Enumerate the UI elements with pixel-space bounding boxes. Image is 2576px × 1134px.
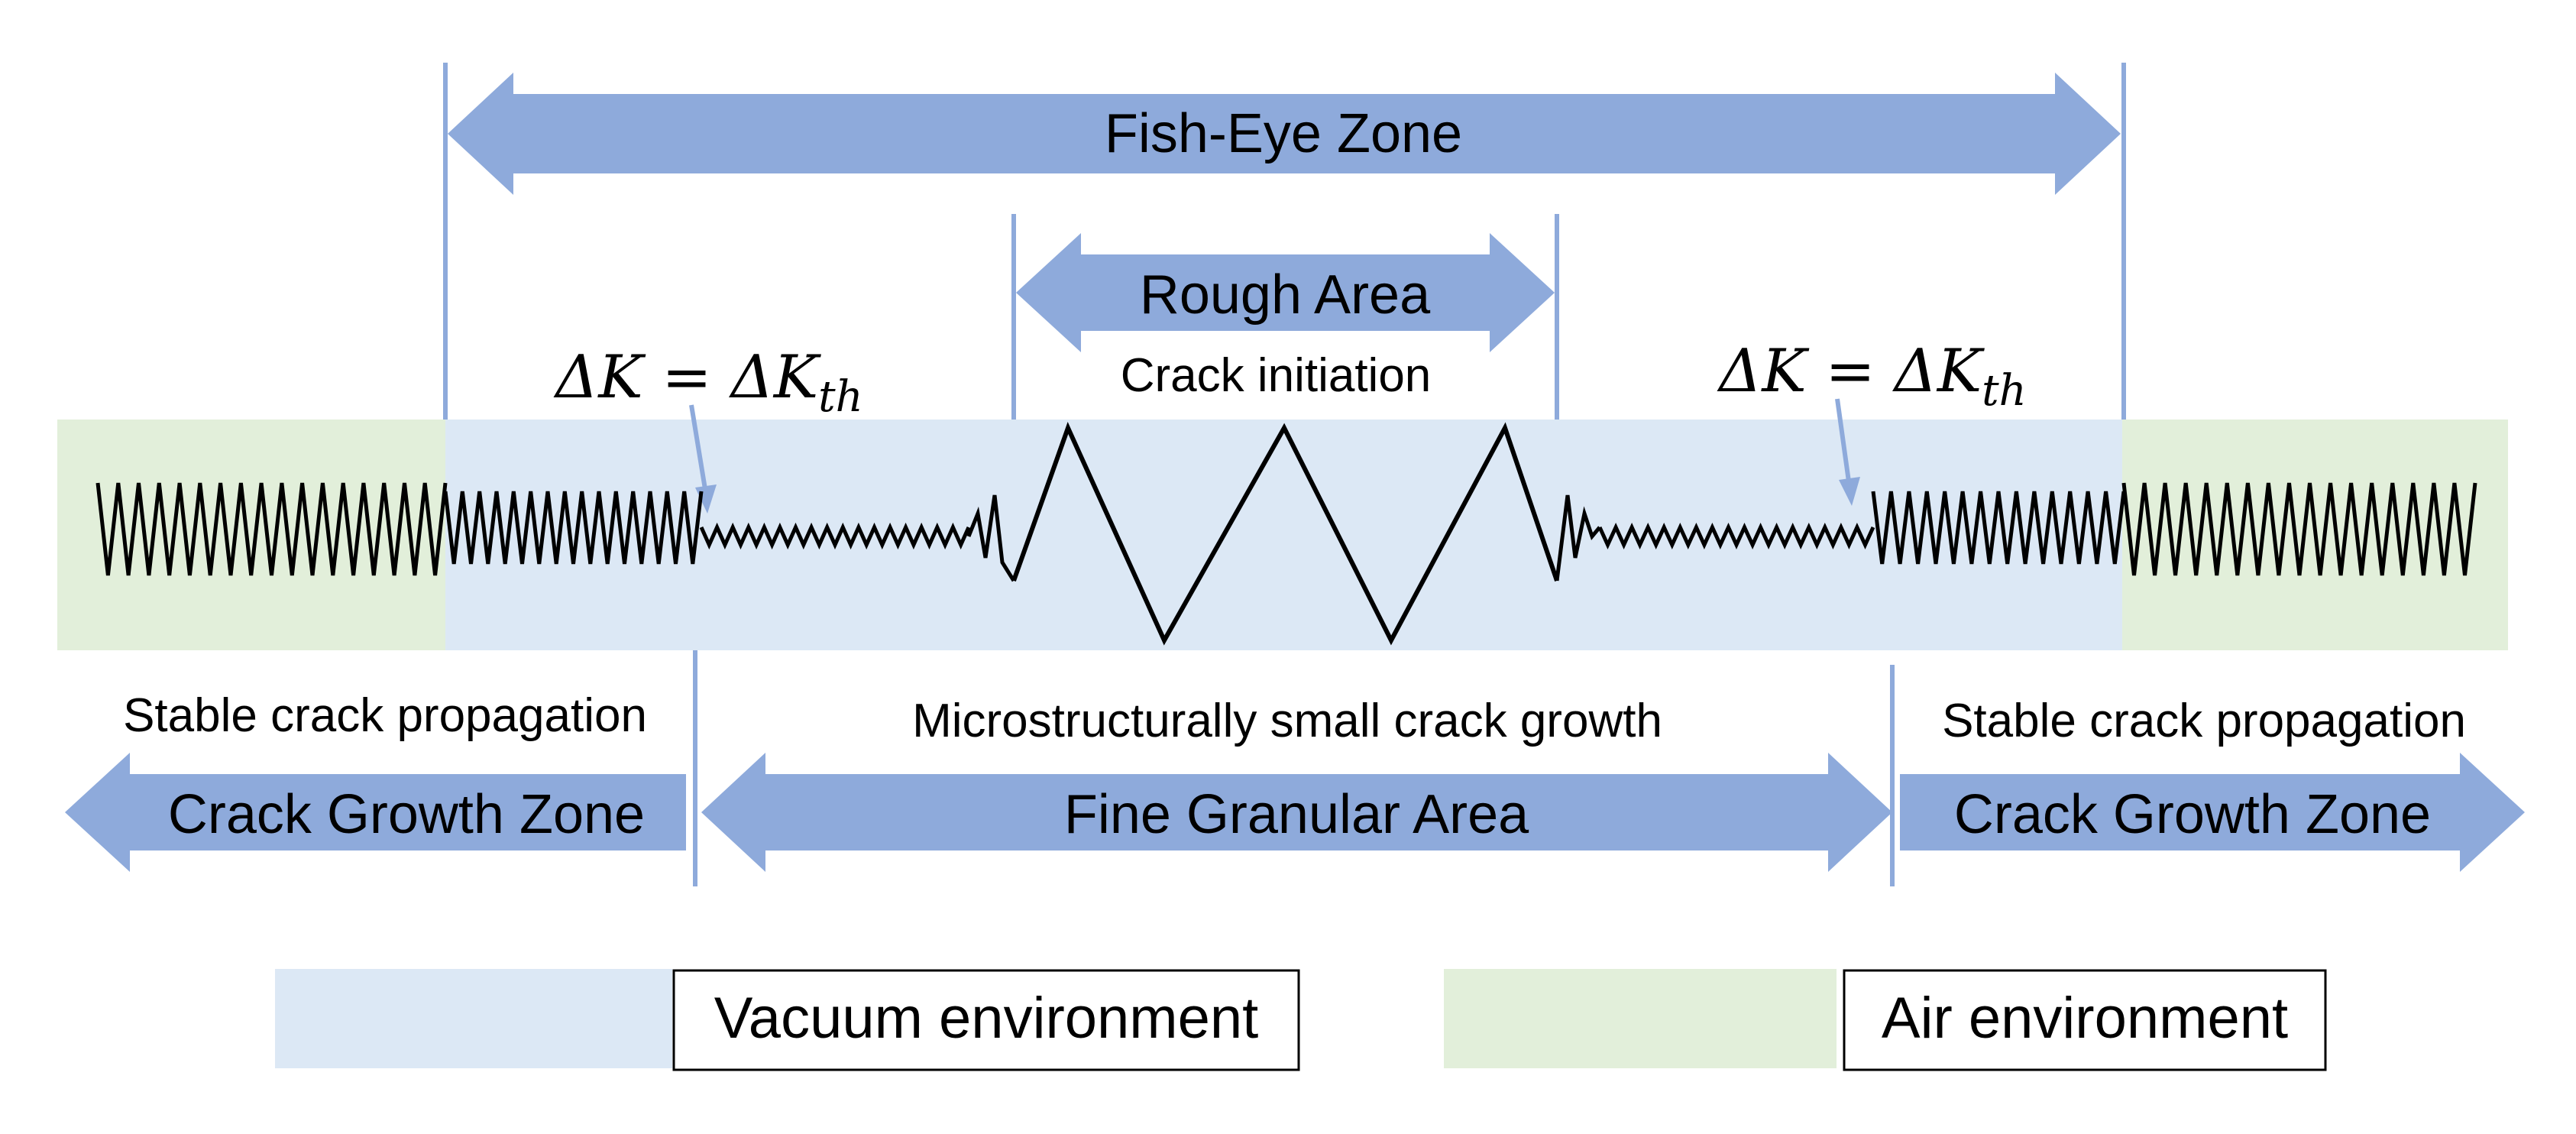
threshold-right-subscript: th bbox=[1982, 366, 2027, 416]
crack-growth-zone-left-arrow bbox=[65, 753, 686, 872]
crack-path-air-right bbox=[2121, 482, 2477, 576]
threshold-pointer-right-head bbox=[1839, 477, 1860, 506]
fish-eye-zone-arrow bbox=[448, 73, 2121, 195]
legend-air-box bbox=[1843, 969, 2327, 1071]
micro-small-crack-label: Microstructurally small crack growth bbox=[912, 695, 1662, 747]
threshold-left-subscript: th bbox=[818, 372, 863, 422]
legend-vacuum-box bbox=[672, 969, 1300, 1071]
crack-path-transition-right bbox=[1555, 494, 1601, 582]
air-region-left bbox=[57, 420, 445, 650]
legend-vacuum-label: Vacuum environment bbox=[714, 986, 1259, 1051]
crack-path-rough bbox=[1011, 421, 1559, 646]
fine-granular-area-arrow bbox=[701, 753, 1892, 872]
crack-path-fine-right bbox=[1597, 522, 1875, 550]
threshold-equation-left: ΔK = ΔKth bbox=[553, 343, 863, 422]
threshold-pointer-right-line bbox=[1835, 398, 1851, 482]
legend-air-swatch bbox=[1444, 969, 1837, 1068]
rough-area-arrow bbox=[1016, 233, 1555, 352]
threshold-left-main: ΔK = ΔK bbox=[553, 343, 822, 412]
legend-vacuum-swatch bbox=[275, 969, 672, 1068]
crack-path-growth-left bbox=[443, 491, 704, 565]
stable-propagation-left-label: Stable crack propagation bbox=[123, 689, 647, 742]
threshold-pointer-left-line bbox=[689, 404, 707, 490]
crack-path-fine-left bbox=[699, 522, 971, 550]
fish-eye-zone-label: Fish-Eye Zone bbox=[1105, 103, 1462, 164]
crack-growth-zone-right-arrow bbox=[1900, 753, 2525, 872]
threshold-equation-right: ΔK = ΔKth bbox=[1717, 337, 2027, 416]
crack-path-growth-right bbox=[1871, 491, 2126, 565]
crack-growth-zone-left-label: Crack Growth Zone bbox=[168, 784, 645, 845]
crack-path-air-left bbox=[95, 482, 448, 576]
crack-path-transition-left bbox=[966, 494, 1016, 582]
crack-growth-zone-right-label: Crack Growth Zone bbox=[1954, 784, 2431, 845]
threshold-right-main: ΔK = ΔK bbox=[1717, 337, 1985, 406]
legend-air-label: Air environment bbox=[1882, 986, 2288, 1051]
crack-initiation-label: Crack initiation bbox=[1121, 349, 1432, 402]
stable-propagation-right-label: Stable crack propagation bbox=[1942, 695, 2466, 747]
rough-area-label: Rough Area bbox=[1140, 264, 1431, 326]
fine-granular-area-label: Fine Granular Area bbox=[1064, 784, 1529, 845]
